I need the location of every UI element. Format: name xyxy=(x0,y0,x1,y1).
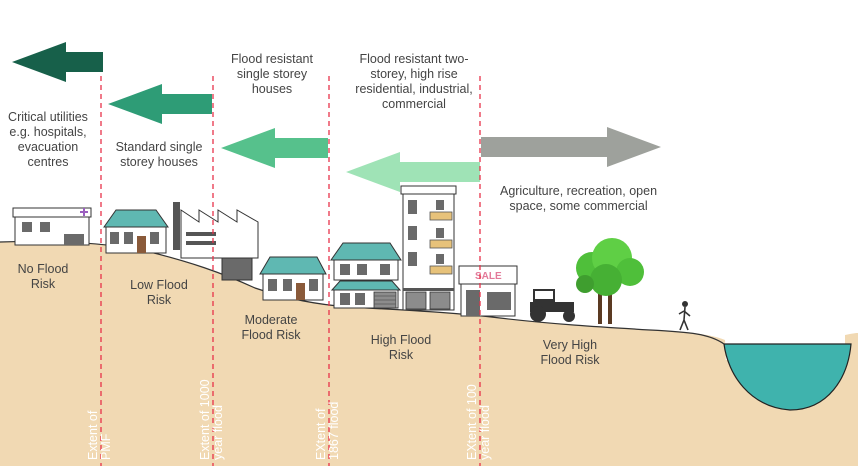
factory-building xyxy=(173,202,259,281)
arrow-open-space xyxy=(481,127,661,167)
water-body xyxy=(723,343,852,411)
pmf-extent-label: Extent of PMF xyxy=(86,410,113,460)
flood-extent-lines xyxy=(100,76,481,466)
resistant-single-house xyxy=(259,256,327,301)
arrow-resistant-multi xyxy=(346,152,480,192)
open-space-label: Agriculture, recreation, open space, som… xyxy=(499,184,658,213)
shop-building: SALE xyxy=(458,265,518,317)
high-rise-building xyxy=(400,185,457,311)
very-high-flood-risk-label: Very High Flood Risk xyxy=(540,338,600,367)
ground xyxy=(0,241,730,466)
trees-icon xyxy=(576,238,644,324)
no-flood-risk-label: No Flood Risk xyxy=(17,262,69,291)
tractor-icon xyxy=(530,289,575,322)
arrow-standard-houses xyxy=(108,84,212,124)
resistant-single-label: Flood resistant single storey houses xyxy=(231,52,313,96)
standard-houses-label: Standard single storey houses xyxy=(115,140,203,169)
moderate-flood-risk-label: Moderate Flood Risk xyxy=(241,313,301,342)
shop-sign: SALE xyxy=(475,271,502,282)
1000-year-extent-label: Extent of 1000 year flood xyxy=(198,379,225,460)
low-flood-risk-label: Low Flood Risk xyxy=(130,278,188,307)
resistant-multi-label: Flood resistant two-storey, high rise re… xyxy=(355,52,473,111)
1867-extent-label: EXtent of 1867 flood xyxy=(314,401,341,460)
100-year-extent-label: EXtent of 100 year flood xyxy=(465,384,492,460)
critical-utilities-label: Critical utilities e.g. hospitals, evacu… xyxy=(8,110,88,169)
critical-utility-building xyxy=(12,207,92,246)
arrow-resistant-single xyxy=(221,128,328,168)
person-icon xyxy=(678,301,691,331)
high-flood-risk-label: High Flood Risk xyxy=(370,333,432,362)
standard-house xyxy=(103,209,169,254)
two-storey-house xyxy=(330,242,402,309)
arrow-critical-utilities xyxy=(12,42,103,82)
